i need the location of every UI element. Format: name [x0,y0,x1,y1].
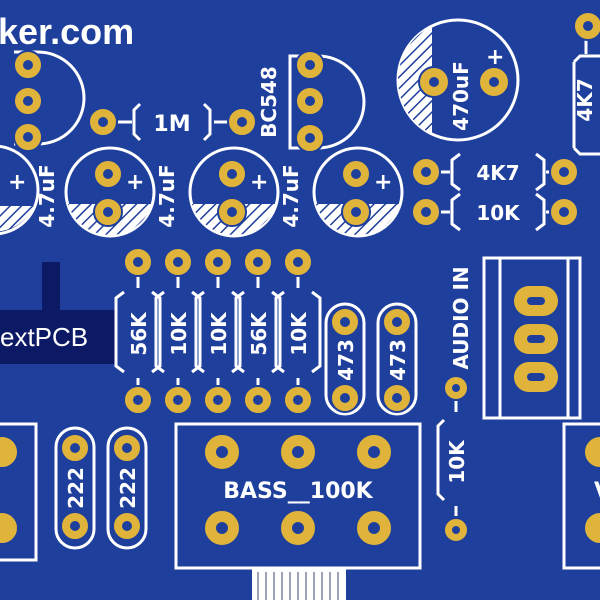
svg-text:4K7: 4K7 [476,161,519,185]
svg-text:BC548: BC548 [257,66,281,138]
svg-text:473: 473 [334,339,358,381]
transistor-bc548: BC548 [257,50,366,153]
resistor-56k-a: 56K [114,247,162,415]
svg-text:473: 473 [386,339,410,381]
capacitor-222-b: 222 [106,426,148,550]
resistor-1m: 1M [88,102,257,142]
resistor-10k-mid: 10K [411,192,579,232]
svg-text:+: + [250,170,268,195]
svg-text:10K: 10K [445,439,469,484]
svg-text:56K: 56K [247,311,271,356]
audio-in-connector: AUDIO IN [449,256,582,420]
svg-text:extPCB: extPCB [0,322,88,352]
svg-text:AUDIO IN: AUDIO IN [449,266,473,369]
capacitor-473-b: 473 [376,302,418,416]
watermark-top: ker.com [0,11,134,52]
svg-text:10K: 10K [287,311,311,356]
svg-text:4.7uF: 4.7uF [155,164,179,227]
svg-text:222: 222 [64,467,88,509]
svg-text:V: V [594,479,600,504]
svg-text:+: + [126,170,144,195]
resistor-10k-audio: 10K [436,375,469,543]
capacitor-c1: + 4.7uF [0,144,59,236]
potentiometer-right-partial: V [562,422,600,570]
svg-text:10K: 10K [476,201,521,225]
svg-text:+: + [374,170,392,195]
resistor-10k-b: 10K [194,247,242,415]
capacitor-c3: + 4.7uF [188,146,303,238]
resistor-4k7-right: 4K7 [572,11,600,156]
svg-text:BASS__100K: BASS__100K [223,479,373,504]
capacitor-222-a: 222 [54,426,96,550]
svg-text:4K7: 4K7 [573,78,597,121]
potentiometer-left-partial [0,422,38,562]
svg-text:470uF: 470uF [449,61,473,131]
resistor-56k-b: 56K [234,247,282,415]
capacitor-470uf: + 470uF [396,18,520,142]
svg-text:10K: 10K [207,311,231,356]
svg-text:+: + [8,170,26,195]
resistor-4k7: 4K7 [411,152,579,192]
svg-text:1M: 1M [153,112,190,137]
capacitor-c2: + 4.7uF [64,146,179,238]
resistor-10k-a: 10K [154,247,202,415]
transistor-left-partial [13,50,86,152]
svg-text:222: 222 [116,467,140,509]
watermark-left: extPCB [0,262,116,364]
svg-text:4.7uF: 4.7uF [35,164,59,227]
capacitor-473-a: 473 [324,302,366,416]
svg-text:10K: 10K [167,311,191,356]
capacitor-c4: + [312,146,404,238]
potentiometer-bass: BASS__100K [174,422,422,600]
svg-text:56K: 56K [127,311,151,356]
svg-text:+: + [486,45,504,70]
svg-text:4.7uF: 4.7uF [279,164,303,227]
resistor-10k-c: 10K [274,247,322,415]
